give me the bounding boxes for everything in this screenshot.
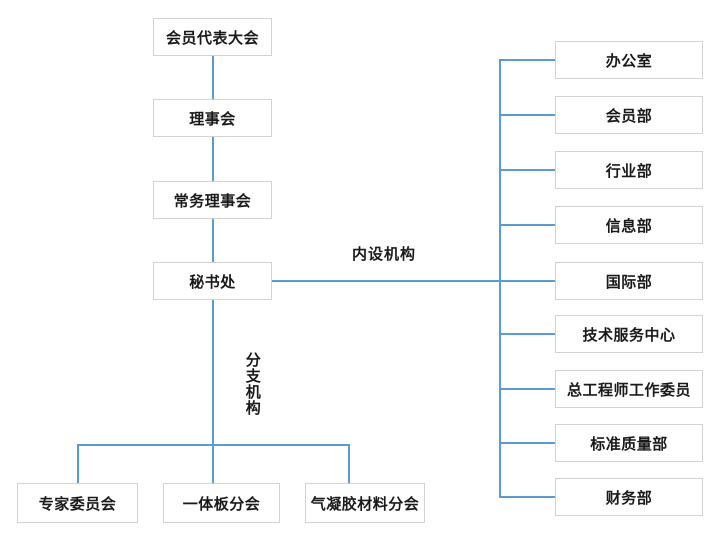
node-standards-quality-dept: 标准质量部: [555, 424, 703, 462]
connector-stub-chief-engineer: [500, 388, 555, 390]
connector-stub-standards: [500, 442, 555, 444]
connector-internal-trunk: [499, 59, 501, 498]
connector-stub-international: [500, 280, 555, 282]
connector-branch-rake: [77, 444, 350, 446]
node-industry-dept: 行业部: [555, 151, 703, 189]
connector-secretariat-to-trunk: [272, 280, 500, 282]
node-finance-dept: 财务部: [555, 478, 703, 516]
connector-chain-2: [212, 137, 214, 181]
connector-secretariat-to-branches: [212, 300, 214, 483]
connector-stub-membership: [500, 114, 555, 116]
branch-organs-label: 分支机构: [243, 352, 261, 416]
node-office: 办公室: [555, 41, 703, 79]
connector-chain-3: [212, 219, 214, 262]
node-secretariat: 秘书处: [153, 262, 272, 300]
connector-stub-industry: [500, 169, 555, 171]
node-standing-council: 常务理事会: [153, 181, 272, 219]
connector-stub-finance: [500, 496, 555, 498]
node-membership-dept: 会员部: [555, 96, 703, 134]
node-tech-service-center: 技术服务中心: [555, 315, 703, 353]
internal-organs-label: 内设机构: [352, 246, 417, 263]
connector-drop-expert-committee: [77, 444, 79, 483]
node-member-congress: 会员代表大会: [153, 18, 272, 56]
connector-drop-aerogel-branch: [348, 444, 350, 483]
connector-chain-1: [212, 56, 214, 99]
connector-stub-office: [500, 59, 555, 61]
connector-stub-tech-service: [500, 333, 555, 335]
node-expert-committee: 专家委员会: [17, 483, 138, 523]
node-international-dept: 国际部: [555, 262, 703, 300]
node-aerogel-materials-branch: 气凝胶材料分会: [305, 483, 425, 523]
node-integrated-panel-branch: 一体板分会: [163, 483, 280, 523]
node-council: 理事会: [153, 99, 272, 137]
node-chief-engineer-committee: 总工程师工作委员: [555, 370, 703, 408]
node-information-dept: 信息部: [555, 206, 703, 244]
connector-stub-information: [500, 224, 555, 226]
